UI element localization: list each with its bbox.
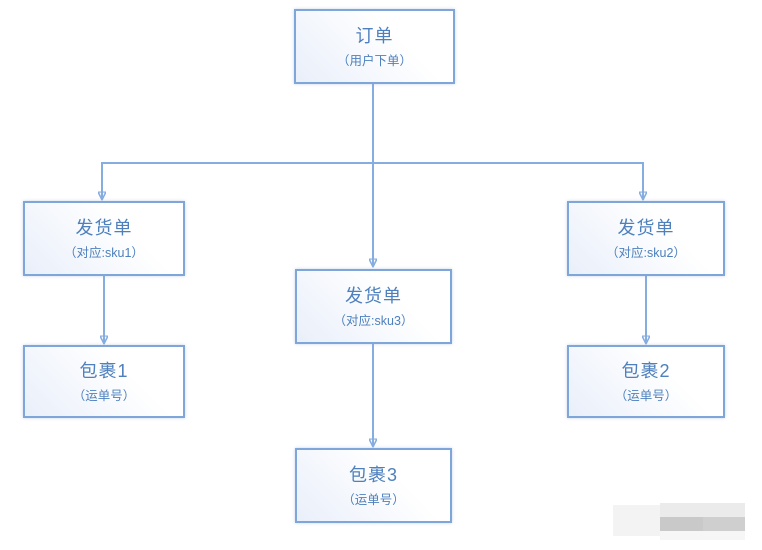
node-order-subtitle: （用户下单）	[336, 53, 412, 68]
watermark-block	[703, 517, 745, 531]
edge-order-to-shipment-sku2	[372, 84, 643, 199]
node-shipment-sku3: 发货单 （对应:sku3）	[295, 269, 452, 344]
watermark-block	[660, 531, 745, 540]
node-package2-title: 包裹2	[621, 360, 671, 381]
watermark-block	[613, 505, 660, 536]
node-shipment-sku3-subtitle: （对应:sku3）	[333, 313, 414, 328]
node-package3: 包裹3 （运单号）	[295, 448, 452, 523]
node-package1: 包裹1 （运单号）	[23, 345, 185, 418]
node-shipment-sku1-title: 发货单	[75, 217, 133, 238]
node-package3-subtitle: （运单号）	[342, 492, 405, 507]
watermark-block	[660, 503, 745, 517]
node-package1-title: 包裹1	[79, 360, 129, 381]
watermark-block	[660, 517, 703, 531]
node-shipment-sku2: 发货单 （对应:sku2）	[567, 201, 725, 276]
node-shipment-sku3-title: 发货单	[345, 285, 402, 306]
edge-order-to-shipment-sku1	[102, 84, 374, 199]
node-package2-subtitle: （运单号）	[614, 388, 678, 403]
node-order: 订单 （用户下单）	[294, 9, 455, 84]
node-shipment-sku2-title: 发货单	[617, 217, 675, 238]
node-order-title: 订单	[355, 25, 394, 46]
node-package2: 包裹2 （运单号）	[567, 345, 725, 418]
node-shipment-sku1-subtitle: （对应:sku1）	[64, 245, 144, 260]
node-package3-title: 包裹3	[348, 464, 398, 485]
pixelated-watermark	[613, 500, 745, 540]
node-shipment-sku2-subtitle: （对应:sku2）	[606, 245, 686, 260]
node-shipment-sku1: 发货单 （对应:sku1）	[23, 201, 185, 276]
node-package1-subtitle: （运单号）	[72, 388, 136, 403]
